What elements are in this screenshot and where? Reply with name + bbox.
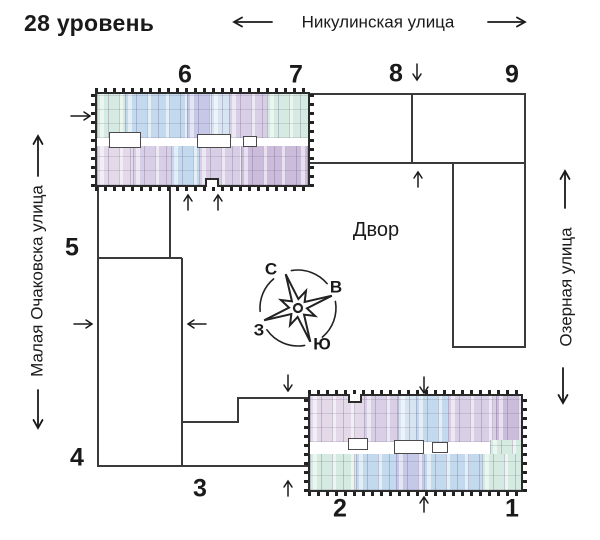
- street-left-down-arrow-icon: [32, 389, 44, 430]
- section-number-3: 3: [193, 474, 207, 503]
- section-number-2: 2: [333, 494, 347, 523]
- column-ticks: [523, 394, 527, 492]
- stair-core: [197, 134, 231, 148]
- apartment-zone[interactable]: [424, 454, 482, 490]
- apartment-zone[interactable]: [398, 396, 416, 442]
- street-arrow-left-icon: [232, 16, 273, 28]
- column-ticks: [308, 390, 523, 394]
- entrance-notch: [348, 394, 362, 403]
- compass-west-label: З: [253, 320, 265, 340]
- street-label-right: Озерная улица: [556, 227, 576, 347]
- column-ticks: [91, 92, 95, 187]
- apartment-zone[interactable]: [310, 454, 356, 490]
- compass-south-label: Ю: [313, 334, 331, 354]
- apartment-zone[interactable]: [241, 146, 308, 185]
- apartment-zone[interactable]: [97, 146, 133, 185]
- outline-section-8-9: [310, 93, 526, 348]
- stair-core: [109, 132, 141, 148]
- section-number-5: 5: [65, 233, 79, 262]
- street-label-top: Никулинская улица: [301, 12, 455, 32]
- courtyard-label: Двор: [352, 219, 400, 241]
- apartment-zone[interactable]: [267, 94, 308, 138]
- stair-core: [348, 438, 368, 450]
- elevator-core: [243, 136, 257, 147]
- apartment-zone[interactable]: [482, 454, 521, 490]
- compass-circle: [259, 269, 337, 347]
- entrance-notch: [205, 178, 219, 187]
- section-number-8: 8: [389, 59, 403, 88]
- compass-star-icon: [263, 273, 333, 343]
- page-title: 28 уровень: [24, 10, 155, 36]
- apartment-zone[interactable]: [187, 94, 211, 138]
- column-ticks: [310, 92, 314, 187]
- apartment-zone[interactable]: [229, 94, 267, 138]
- street-arrow-right-icon: [487, 16, 527, 28]
- entrance-arrow-up-icon-1: [183, 193, 193, 211]
- courtyard-outline: [97, 93, 526, 467]
- apartment-zone[interactable]: [211, 94, 229, 138]
- column-ticks: [95, 187, 310, 191]
- apartment-zone[interactable]: [396, 454, 424, 490]
- elevator-core: [432, 442, 448, 453]
- compass-rose: [259, 269, 337, 347]
- street-right-up-arrow-icon: [559, 169, 571, 209]
- apartment-zone[interactable]: [125, 94, 187, 138]
- column-ticks: [95, 88, 310, 92]
- apartment-zone[interactable]: [416, 396, 448, 442]
- apartment-zone[interactable]: [171, 146, 199, 185]
- entrance-arrow-up-icon-2: [213, 193, 223, 211]
- stair-core: [394, 440, 424, 454]
- entrance-arrow-up-icon-3: [413, 170, 423, 188]
- entrance-arrow-up-icon-4: [283, 479, 293, 497]
- outline-section-4-5: [97, 187, 308, 467]
- section-number-4: 4: [70, 443, 84, 472]
- apartment-zone[interactable]: [356, 454, 396, 490]
- entrance-arrow-down-icon-8: [412, 63, 422, 82]
- section-number-1: 1: [505, 494, 519, 523]
- outline-step: [182, 397, 308, 423]
- apartment-zone[interactable]: [448, 396, 496, 442]
- street-right-down-arrow-icon: [557, 367, 569, 405]
- apartment-zone[interactable]: [97, 94, 125, 138]
- compass-north-label: С: [264, 259, 278, 279]
- apartment-zone[interactable]: [310, 396, 364, 442]
- compass-east-label: В: [329, 277, 343, 297]
- street-label-left: Малая Очаковска улица: [27, 185, 47, 377]
- apartment-zone[interactable]: [496, 396, 521, 442]
- street-left-up-arrow-icon: [32, 134, 44, 177]
- entrance-arrow-up-icon-5: [419, 495, 429, 513]
- section-number-7: 7: [289, 60, 303, 89]
- section-number-9: 9: [505, 60, 519, 89]
- apartment-zone[interactable]: [133, 146, 171, 185]
- entrance-arrow-left-icon: [186, 319, 207, 329]
- apartment-zone[interactable]: [364, 396, 398, 442]
- building-section-1-2-floorplan[interactable]: [304, 390, 527, 496]
- entrance-arrow-down-icon-2: [283, 374, 293, 393]
- section-number-6: 6: [178, 60, 192, 89]
- entrance-arrow-right-icon-2: [73, 319, 94, 329]
- building-section-6-7-floorplan[interactable]: [91, 88, 314, 191]
- entrance-arrow-right-icon: [70, 111, 92, 121]
- column-ticks: [304, 394, 308, 492]
- column-ticks: [308, 492, 523, 496]
